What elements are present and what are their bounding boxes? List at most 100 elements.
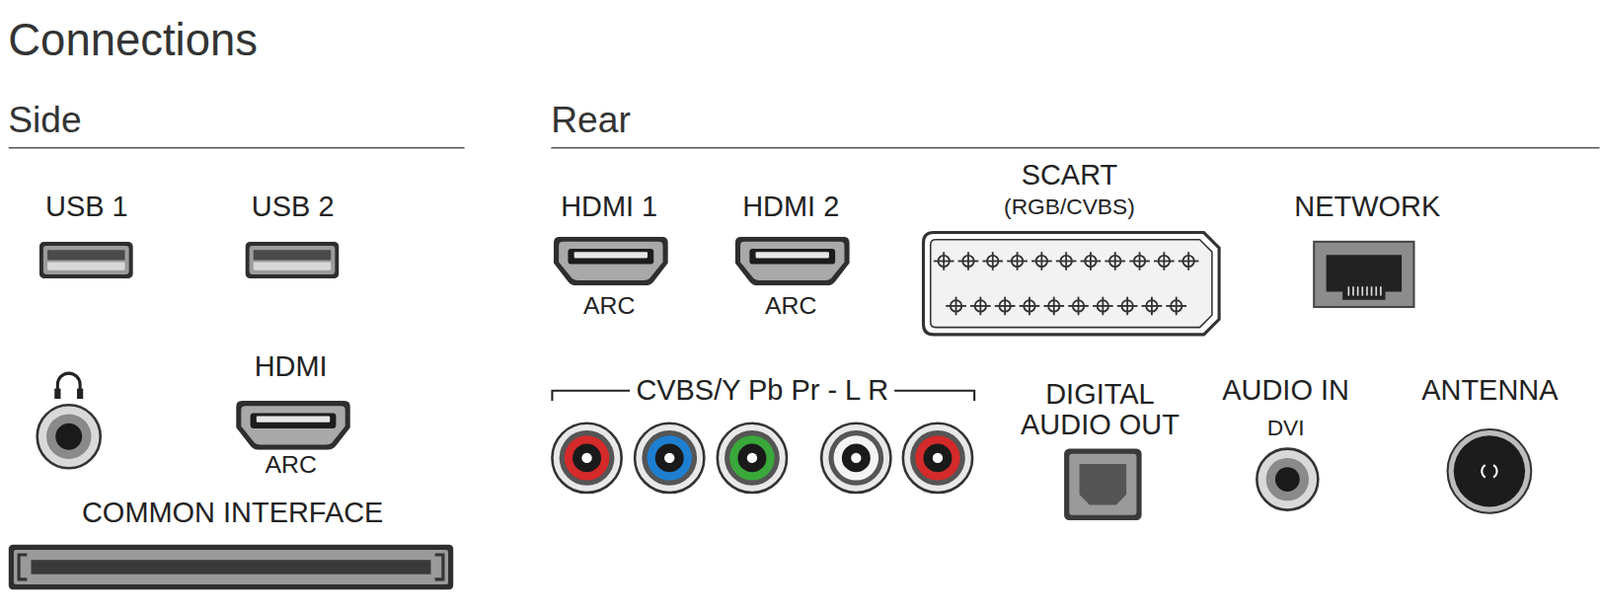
network-socket — [1352, 286, 1355, 296]
antenna-socket — [1493, 464, 1498, 477]
port-label: NETWORK — [1294, 191, 1441, 224]
scart-pin — [1031, 251, 1053, 271]
ci-slot — [435, 554, 444, 580]
ci-slot — [8, 544, 454, 590]
rca-jack — [717, 423, 787, 493]
rca-jack — [821, 423, 891, 493]
scart-pin — [1162, 251, 1165, 271]
port-label: USB 2 — [251, 191, 335, 224]
scart-pin — [1089, 251, 1092, 271]
scart-pin — [994, 297, 1016, 316]
scart-pin — [1043, 297, 1065, 316]
scart-socket — [923, 232, 1220, 335]
port-label: ANTENNA — [1421, 375, 1558, 407]
ci-slot — [8, 544, 454, 590]
scart-pin — [1092, 297, 1114, 316]
port-label: SCART — [1021, 159, 1119, 192]
rca-jack — [903, 423, 973, 493]
scart-pin — [1178, 251, 1200, 271]
usb-port — [39, 241, 134, 279]
hdmi-port — [735, 236, 850, 287]
headphone-icon — [54, 388, 61, 399]
port-label: (RGB/CVBS) — [1003, 194, 1136, 220]
scart-pin — [1150, 297, 1153, 316]
rca-jack — [551, 423, 621, 493]
optical-socket — [1079, 463, 1128, 505]
scart-pin — [1126, 297, 1129, 316]
network-socket — [1361, 286, 1364, 296]
scart-pin — [933, 251, 955, 271]
rca-jack — [551, 423, 973, 493]
network-socket — [1379, 286, 1382, 296]
section-heading: Side — [7, 98, 81, 140]
scart-socket — [930, 239, 1213, 328]
port-label: ARC — [583, 292, 635, 319]
scart-pin — [1003, 297, 1006, 316]
port-label: HDMI 2 — [742, 191, 839, 224]
scart-pin — [967, 251, 970, 271]
network-socket — [1374, 286, 1377, 296]
scart-pin — [1040, 251, 1043, 271]
usb-port — [244, 241, 339, 279]
optical-socket — [1068, 454, 1137, 516]
antenna-socket — [1453, 435, 1525, 507]
scart-pin — [1129, 251, 1150, 271]
scart-pin — [942, 251, 945, 271]
scart-pin — [1065, 251, 1067, 271]
scart-pin — [1153, 251, 1175, 271]
section-rule — [550, 147, 1600, 150]
hdmi-port — [553, 236, 669, 287]
rca-jack — [634, 423, 704, 493]
section-heading: Rear — [550, 98, 631, 140]
scart-pin — [1080, 251, 1102, 271]
port-label: HDMI 1 — [560, 191, 658, 224]
hdmi-port — [235, 400, 351, 451]
headphone-jack — [46, 413, 91, 458]
scart-pin — [1077, 297, 1080, 316]
scart-pin — [1016, 251, 1019, 271]
network-socket — [1371, 286, 1373, 296]
scart-pin — [1117, 297, 1139, 316]
scart-pin — [1067, 297, 1089, 316]
section-rule — [8, 147, 465, 150]
section-rule — [8, 147, 1600, 149]
port-label: CVBS/Y Pb Pr - L R — [629, 375, 895, 407]
scart-pin — [1101, 297, 1104, 316]
scart-pin — [1142, 297, 1163, 316]
page-title: Connections — [7, 15, 258, 66]
audio-in-jack — [1275, 466, 1300, 492]
scart-pin — [1028, 297, 1031, 316]
network-socket — [1326, 254, 1402, 300]
headphone-jack — [55, 423, 82, 451]
scart-pin — [945, 297, 967, 316]
scart-pin — [958, 251, 980, 271]
scart-pin — [991, 251, 994, 271]
port-label: AUDIO IN — [1221, 375, 1350, 407]
audio-in-jack — [1256, 449, 1318, 511]
scart-pin — [1019, 297, 1041, 316]
antenna-socket — [1447, 429, 1532, 514]
scart-pin — [955, 297, 958, 316]
headphone-jack — [37, 404, 101, 468]
hdmi-port — [553, 236, 850, 287]
scart-socket — [923, 232, 1220, 335]
port-label: USB 1 — [45, 191, 129, 224]
network-socket — [1313, 241, 1414, 307]
scart-pin — [1006, 251, 1028, 271]
scart-pin — [1165, 297, 1187, 316]
audio-in-jack — [1266, 457, 1309, 501]
scart-pin — [1056, 251, 1077, 271]
hdmi-port — [235, 400, 351, 451]
antenna-socket — [1447, 429, 1532, 514]
audio-in-jack — [1256, 449, 1318, 511]
scart-pin — [1139, 251, 1142, 271]
port-label: ARC — [264, 452, 316, 479]
port-label: ARC — [764, 292, 817, 319]
network-socket — [1366, 286, 1369, 296]
port-label: DVI — [1267, 416, 1305, 442]
headphone-jack — [37, 404, 101, 468]
scart-pin — [1053, 297, 1056, 316]
network-socket — [1313, 241, 1414, 307]
scart-pin — [979, 297, 982, 316]
scart-pin — [1104, 251, 1126, 271]
